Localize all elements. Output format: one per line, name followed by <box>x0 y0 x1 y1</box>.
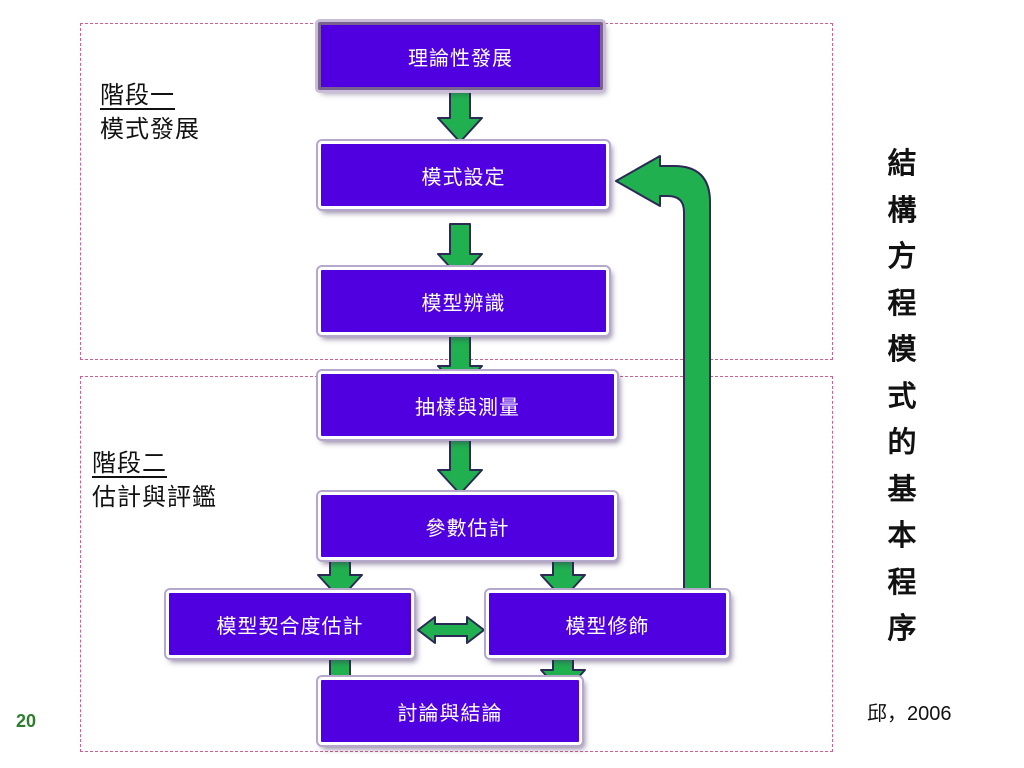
vertical-title-char: 模 <box>887 332 917 366</box>
model-identification-box: 模型辨識 <box>318 267 609 335</box>
stage2-title: 階段二 <box>92 449 167 477</box>
parameter-estimation-box: 參數估計 <box>318 492 617 560</box>
feedback-arrow-modification-to-spec <box>615 155 711 594</box>
vertical-title: 結 構 方 程 模 式 的 基 本 程 序 <box>880 140 924 652</box>
vertical-title-char: 結 <box>887 146 917 180</box>
sampling-measurement-box: 抽樣與測量 <box>318 371 617 439</box>
vertical-title-char: 構 <box>887 192 917 227</box>
vertical-title-char: 本 <box>887 518 917 552</box>
citation: 邱，2006 <box>867 703 952 725</box>
stage1-title: 階段一 <box>100 81 175 109</box>
vertical-title-char: 方 <box>887 239 917 273</box>
vertical-title-char: 序 <box>887 611 917 645</box>
theory-development-box: 理論性發展 <box>318 22 603 90</box>
stage2-label: 階段二 估計與評鑑 <box>92 446 217 514</box>
stage1-label: 階段一 模式發展 <box>100 78 200 146</box>
stage2-subtitle: 估計與評鑑 <box>92 483 217 511</box>
double-arrow-fit-modification <box>417 616 485 644</box>
vertical-title-char: 程 <box>887 285 917 320</box>
stage1-subtitle: 模式發展 <box>100 115 200 143</box>
vertical-title-char: 程 <box>887 564 917 599</box>
arrow-sampling-to-estimation <box>437 439 483 495</box>
vertical-title-char: 的 <box>887 425 917 459</box>
vertical-title-char: 基 <box>887 471 917 506</box>
model-specification-box: 模式設定 <box>318 141 609 209</box>
model-modification-box: 模型修飾 <box>486 590 729 658</box>
arrow-theory-to-spec <box>437 87 483 143</box>
discussion-conclusion-box: 討論與結論 <box>318 677 582 745</box>
model-fit-estimation-box: 模型契合度估計 <box>166 590 414 658</box>
page-number: 20 <box>16 711 37 731</box>
vertical-title-char: 式 <box>887 378 917 413</box>
